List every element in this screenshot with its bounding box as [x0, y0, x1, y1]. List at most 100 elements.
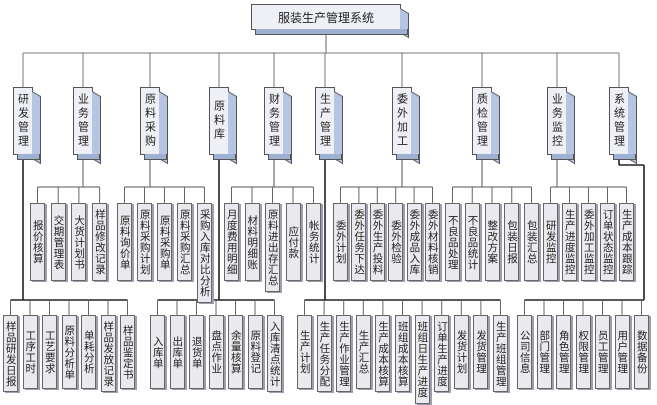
function-label: 样品修改记录 [93, 209, 106, 275]
box-bottom [77, 154, 100, 160]
function-node: 发货管理 [473, 315, 489, 389]
function-label: 委外材料核销 [426, 209, 439, 275]
function-label: 生产计划 [298, 330, 311, 374]
module-label: 业务管理 [76, 93, 90, 149]
function-label: 生产进度监控 [563, 209, 576, 275]
function-node: 原料采购计划 [137, 203, 152, 281]
function-label: 单耗分析 [82, 330, 95, 374]
function-label: 工序工时 [24, 330, 37, 374]
function-node: 包装汇总 [524, 203, 539, 281]
function-node: 公司信息 [517, 315, 532, 389]
function-node: 委外任务下达 [351, 203, 367, 281]
function-node: 整改方案 [484, 203, 500, 281]
function-label: 报价核算 [31, 220, 44, 264]
function-node: 采购入库对比分析 [197, 203, 212, 303]
function-node: 不良品处理 [445, 203, 460, 281]
function-label: 月度费用明细 [225, 209, 238, 275]
function-label: 用户管理 [616, 330, 629, 374]
function-label: 样品发放记录 [102, 320, 115, 387]
box-bottom [613, 154, 636, 160]
function-label: 应付款 [287, 225, 300, 259]
box-bottom [213, 154, 236, 160]
box-bottom [551, 154, 574, 160]
module-node: 质检管理 [472, 87, 500, 165]
function-node: 角色管理 [556, 315, 571, 389]
function-node: 委外计划 [333, 203, 348, 281]
function-label: 交期管理表 [52, 214, 65, 270]
function-node: 材料明细账 [244, 203, 260, 281]
function-label: 原料登记 [249, 330, 262, 374]
module-label: 业务监控 [550, 93, 564, 149]
function-node: 单耗分析 [81, 315, 96, 389]
function-node: 订单生产进度 [434, 315, 450, 392]
function-label: 余量核算 [229, 330, 242, 374]
function-label: 大货计划书 [73, 214, 86, 270]
module-node: 生产管理 [315, 87, 343, 165]
function-label: 公司信息 [518, 330, 531, 374]
function-node: 委外生产投料 [369, 203, 385, 281]
function-node: 班组成本核算 [395, 315, 410, 392]
function-node: 生产任务分配 [316, 315, 332, 392]
function-label: 员工管理 [596, 330, 609, 374]
function-node: 样品鉴定书 [120, 315, 135, 389]
function-label: 入库单 [151, 335, 164, 369]
function-node: 委外加工监控 [581, 203, 596, 281]
function-node: 余量核算 [228, 315, 243, 389]
module-node: 委外加工 [392, 87, 420, 165]
function-node: 出库单 [169, 315, 185, 389]
function-node: 部门管理 [536, 315, 552, 389]
function-label: 不良品处理 [446, 214, 459, 270]
function-node: 原料登记 [247, 315, 263, 389]
function-label: 样品研发日报 [4, 320, 17, 387]
function-node: 原料询价单 [117, 203, 132, 281]
function-label: 研发监控 [544, 220, 557, 264]
function-node: 原料进出存汇总 [265, 203, 280, 292]
function-label: 原料分析单 [63, 324, 76, 380]
function-node: 样品研发日报 [3, 315, 18, 392]
box-bottom [396, 154, 419, 160]
function-node: 不良品统计 [464, 203, 480, 281]
function-node: 原料采购单 [157, 203, 172, 281]
function-label: 角色管理 [557, 330, 570, 374]
function-node: 大货计划书 [71, 203, 87, 281]
function-label: 发货计划 [455, 330, 468, 374]
module-node: 系统管理 [609, 87, 637, 165]
module-node: 业务监控 [547, 87, 575, 165]
function-label: 生产成本核算 [377, 320, 390, 387]
function-label: 委外加工监控 [582, 209, 595, 275]
function-label: 退货单 [190, 335, 203, 369]
function-label: 订单生产进度 [435, 320, 448, 387]
function-node: 生产汇总 [355, 315, 371, 389]
function-label: 样品鉴定书 [121, 324, 134, 380]
function-node: 生产班组管理 [493, 315, 508, 392]
function-label: 原料采购汇总 [178, 209, 191, 275]
function-label: 生产任务分配 [318, 320, 331, 387]
function-node: 生产作业管理 [336, 315, 352, 392]
function-label: 订单状态监控 [601, 209, 614, 275]
module-label: 委外加工 [395, 93, 409, 149]
function-label: 包装汇总 [525, 220, 538, 264]
function-label: 原料采购计划 [138, 209, 151, 275]
function-node: 委外材料核销 [425, 203, 440, 281]
function-node: 生产成本核算 [375, 315, 391, 392]
function-label: 班组日生产进度 [416, 320, 429, 398]
function-label: 采购入库对比分析 [198, 209, 211, 297]
function-node: 报价核算 [30, 203, 45, 281]
function-node: 班组日生产进度 [414, 315, 430, 404]
function-label: 部门管理 [538, 330, 551, 374]
function-node: 包装日报 [504, 203, 520, 281]
function-label: 班组成本核算 [396, 320, 409, 387]
function-label: 委外检验 [389, 220, 402, 264]
function-node: 原料分析单 [61, 315, 77, 389]
box-bottom [476, 154, 499, 160]
function-label: 入库清点统计 [268, 320, 281, 387]
function-node: 生产进度监控 [562, 203, 577, 281]
function-label: 委外任务下达 [353, 209, 366, 275]
function-node: 应付款 [285, 203, 301, 281]
module-node: 业务管理 [73, 87, 101, 165]
function-label: 出库单 [171, 335, 184, 369]
function-node: 工艺要求 [42, 315, 57, 389]
box-bottom [319, 154, 342, 160]
